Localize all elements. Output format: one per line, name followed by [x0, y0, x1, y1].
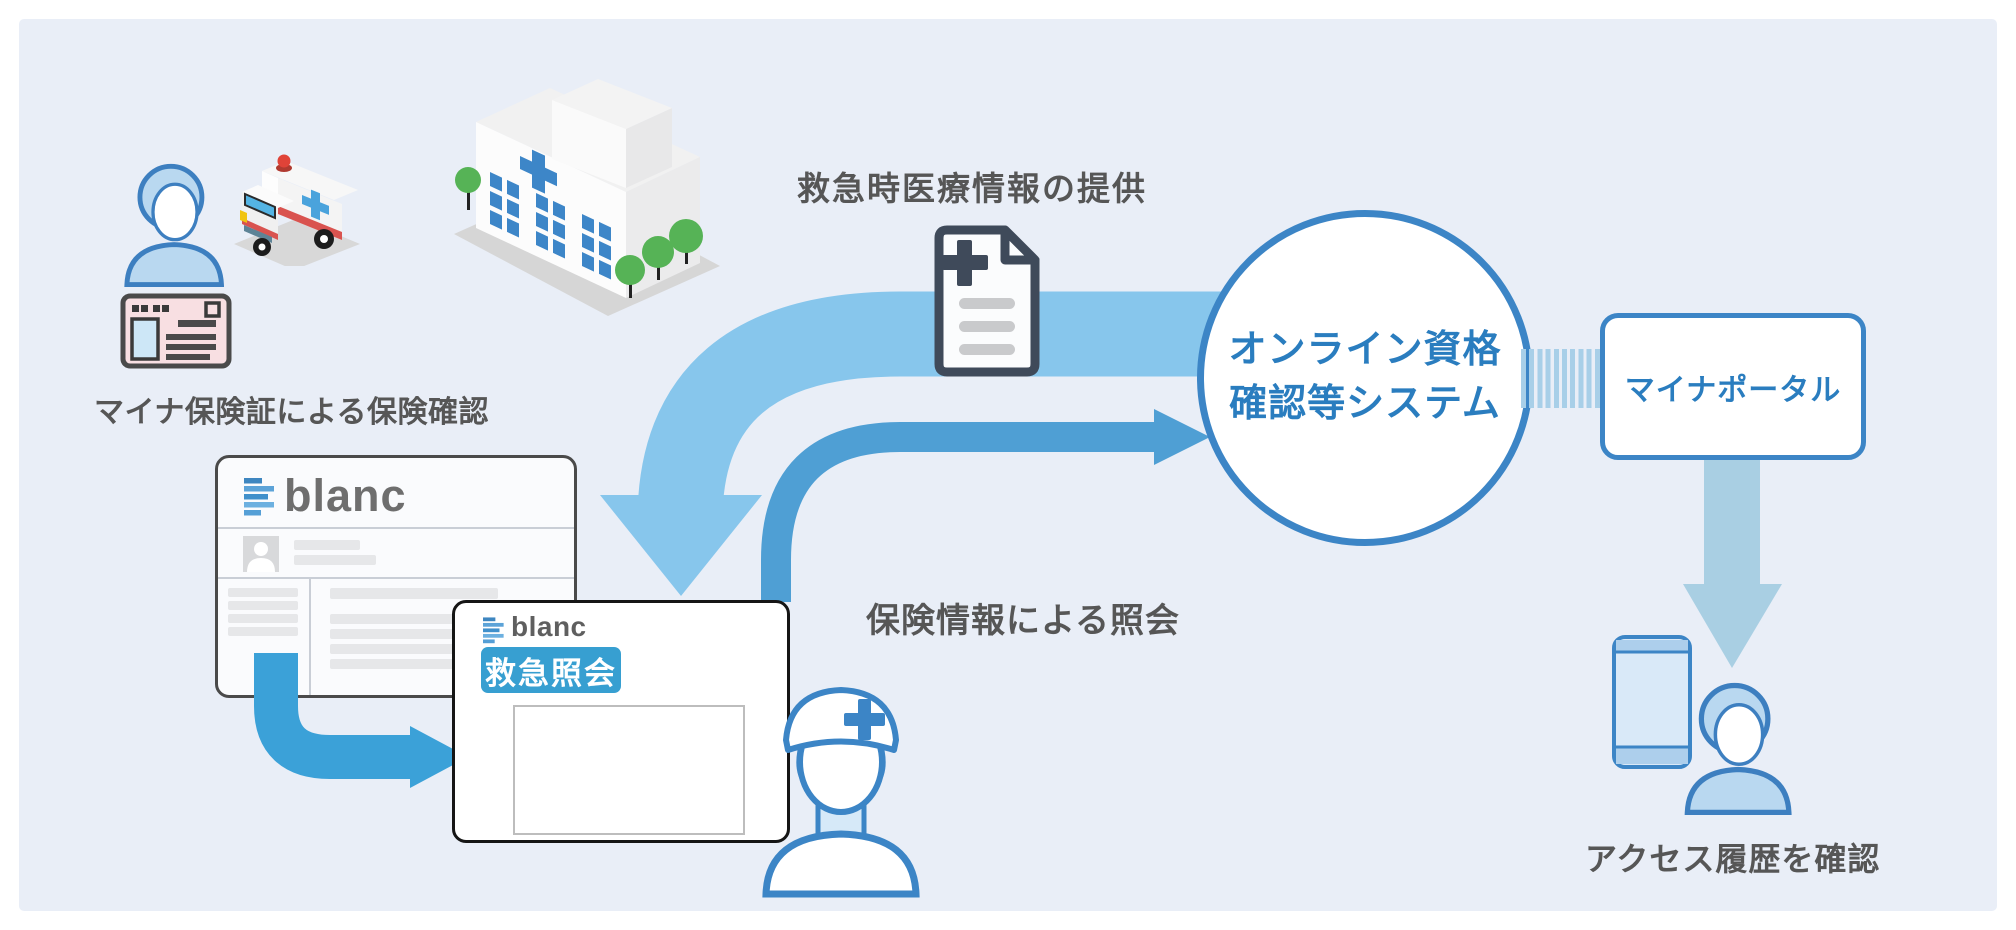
divider	[218, 527, 574, 529]
system-circle-line1: オンライン資格	[1228, 329, 1502, 372]
placeholder-line	[330, 614, 520, 624]
blanc-brand: blanc	[511, 611, 587, 642]
placeholder-line	[228, 627, 298, 636]
placeholder-line	[294, 540, 360, 550]
insurance-card-icon	[120, 293, 232, 369]
divider	[218, 577, 574, 579]
doctor-icon	[762, 687, 920, 898]
document-cross-icon	[942, 240, 988, 286]
label-insurance-check: マイナ保険証による保険確認	[94, 396, 489, 429]
blanc-logo-icon	[244, 478, 274, 516]
blanc-brand: blanc	[284, 470, 407, 521]
avatar-icon	[243, 536, 279, 572]
placeholder-line	[228, 614, 298, 623]
hospital-cross-icon	[520, 149, 557, 194]
divider	[309, 579, 311, 695]
dotted-connector	[1521, 349, 1601, 408]
placeholder-line	[330, 644, 502, 654]
system-circle-line2: 確認等システム	[1229, 383, 1501, 425]
placeholder-line	[330, 629, 520, 639]
result-panel	[513, 705, 745, 835]
blanc-logo-icon	[483, 617, 504, 644]
label-emergency-info: 救急時医療情報の提供	[797, 170, 1147, 207]
patient-icon	[124, 163, 225, 287]
placeholder-line	[330, 588, 498, 599]
emergency-badge: 救急照会	[481, 647, 621, 693]
tree-icon	[455, 167, 703, 298]
emergency-app-card: blanc 救急照会	[452, 600, 790, 843]
placeholder-line	[294, 555, 376, 565]
placeholder-line	[228, 601, 298, 610]
placeholder-line	[330, 659, 490, 669]
hospital-icon	[454, 79, 720, 316]
label-insurance-query: 保険情報による照会	[866, 602, 1180, 640]
smartphone-icon	[1612, 635, 1692, 769]
portal-box: マイナポータル	[1600, 313, 1866, 460]
system-circle: オンライン資格 確認等システム	[1197, 210, 1533, 546]
citizen-icon	[1684, 682, 1792, 815]
medical-document-icon	[934, 225, 1040, 377]
label-access-history: アクセス履歴を確認	[1585, 841, 1881, 877]
ambulance-icon	[234, 154, 360, 266]
cap-cross-icon	[844, 699, 885, 740]
portal-label: マイナポータル	[1624, 373, 1842, 407]
placeholder-line	[228, 588, 298, 597]
